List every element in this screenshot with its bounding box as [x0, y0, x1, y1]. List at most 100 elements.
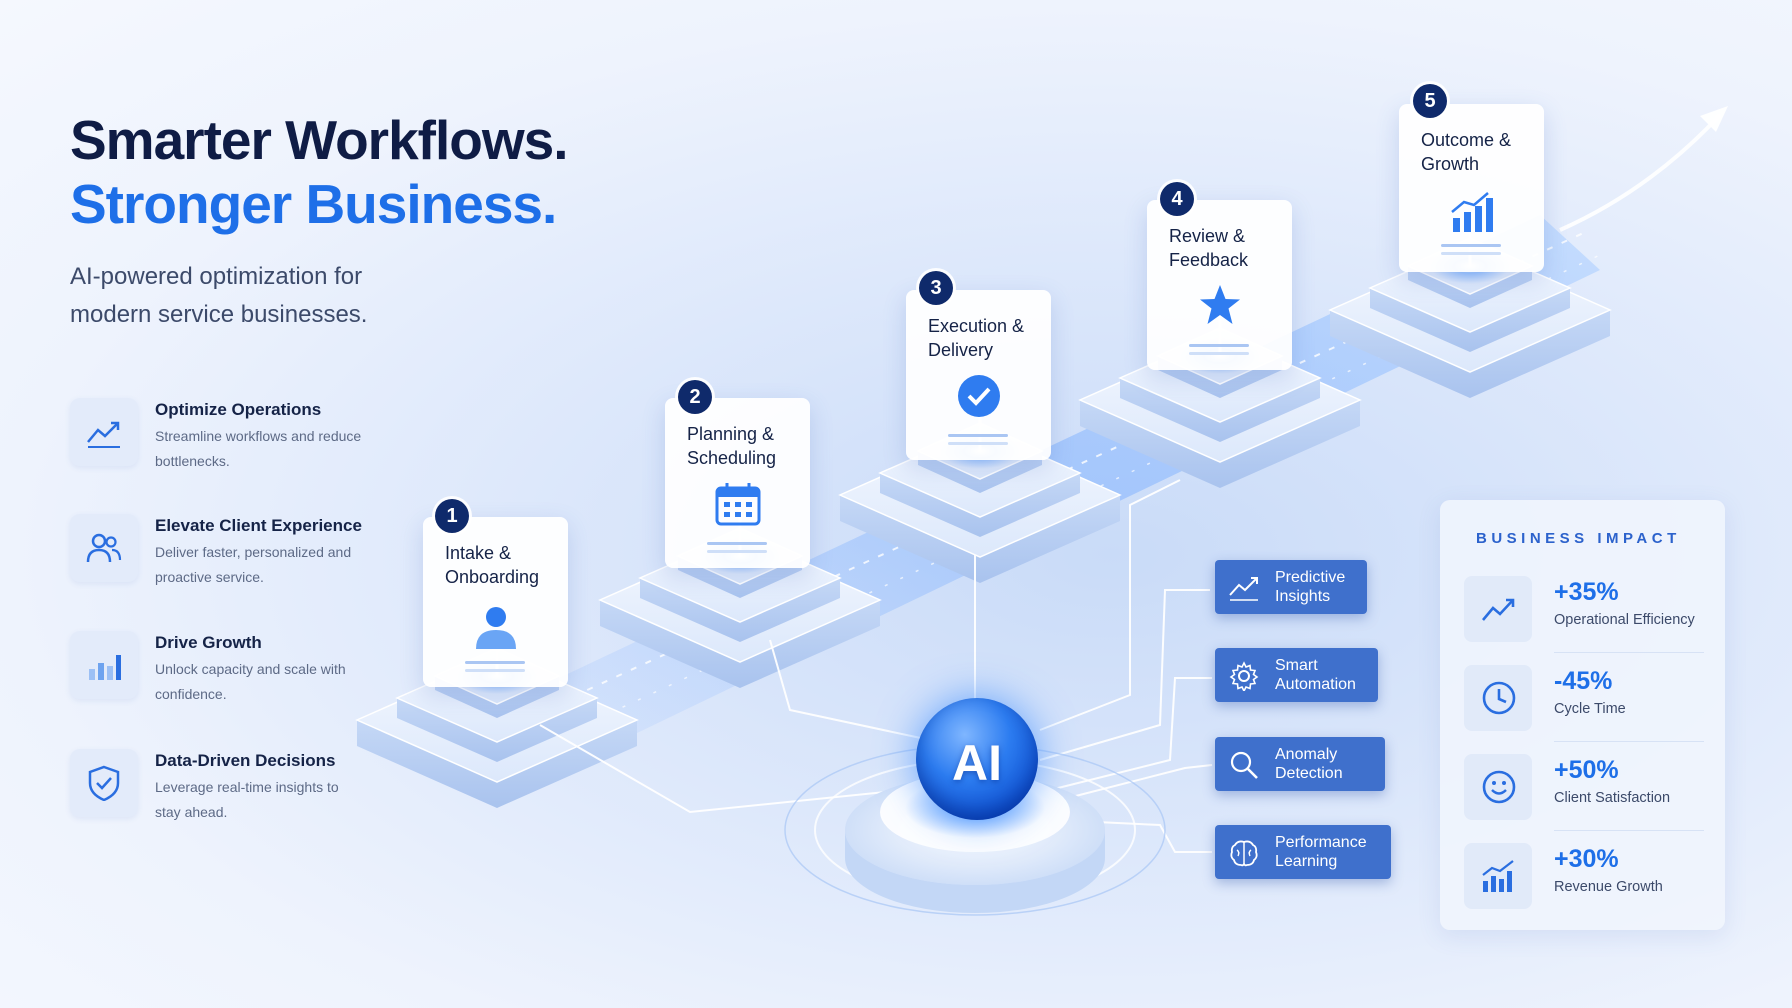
feature-optimize-operations: Optimize Operations Streamline workflows… — [70, 398, 400, 476]
trend-line-icon — [1229, 577, 1258, 601]
step-card-outcome-growth: Outcome & Growth — [1399, 104, 1544, 272]
platform-side — [880, 473, 1080, 537]
step-label: Execution & Delivery — [928, 316, 1025, 360]
ai-tag-label: Smart Automation — [1275, 657, 1356, 693]
platform-side — [397, 698, 597, 762]
feature-desc: Deliver faster, personalized and proacti… — [155, 544, 352, 585]
card-line — [1441, 252, 1501, 255]
platform-side — [1408, 266, 1532, 308]
step-card-execution-delivery: Execution & Delivery — [906, 290, 1051, 460]
platform-side — [918, 451, 1042, 493]
checkmark-icon — [957, 374, 1001, 423]
growth-chart-icon — [1464, 843, 1532, 909]
star-icon — [1198, 284, 1242, 331]
users-icon — [70, 514, 138, 582]
metric-revenue-growth: +30% Revenue Growth — [1464, 843, 1704, 913]
card-line — [1189, 352, 1249, 355]
metric-value: +50% — [1554, 756, 1619, 784]
trend-line-icon — [70, 398, 138, 466]
feature-drive-growth: Drive Growth Unlock capacity and scale w… — [70, 631, 400, 709]
brain-icon — [1230, 840, 1258, 867]
ai-tag-smart-automation: Smart Automation — [1215, 648, 1378, 702]
metric-operational-efficiency: +35% Operational Efficiency — [1464, 576, 1704, 646]
ai-tag-label: Anomaly Detection — [1275, 746, 1343, 782]
step-label: Planning & Scheduling — [687, 424, 777, 468]
step-card-planning-scheduling: Planning & Scheduling — [665, 398, 810, 568]
card-line — [1441, 244, 1501, 247]
metric-cycle-time: -45% Cycle Time — [1464, 665, 1704, 735]
platform-side — [1158, 356, 1282, 398]
ai-core-label: AI — [952, 735, 1002, 791]
feature-data-driven-decisions: Data-Driven Decisions Leverage real-time… — [70, 749, 400, 827]
trend-line-icon — [1464, 576, 1532, 642]
feature-title: Drive Growth — [155, 633, 262, 652]
person-icon — [474, 605, 518, 654]
step-badge: 5 — [1413, 84, 1447, 118]
ai-tag-performance-learning: Performance Learning — [1215, 825, 1391, 879]
panel-title: BUSINESS IMPACT — [1476, 530, 1681, 547]
platform-side — [840, 495, 1120, 583]
ai-tag-label: Performance Learning — [1275, 834, 1367, 870]
hero-subtitle: AI-powered optimization for modern servi… — [70, 263, 368, 328]
metric-label: Revenue Growth — [1554, 879, 1663, 895]
hero-title-line1: Smarter Workflows. — [70, 109, 569, 171]
clock-icon — [1464, 665, 1532, 731]
card-line — [948, 434, 1008, 437]
feature-elevate-client-experience: Elevate Client Experience Deliver faster… — [70, 514, 400, 592]
feature-title: Optimize Operations — [155, 400, 322, 419]
feature-title: Elevate Client Experience — [155, 516, 362, 535]
smiley-icon — [1464, 754, 1532, 820]
bar-chart-icon — [70, 631, 138, 699]
platform-side — [435, 676, 559, 718]
metric-divider — [1554, 830, 1704, 831]
ai-tag-predictive-insights: Predictive Insights — [1215, 560, 1367, 614]
metric-value: +30% — [1554, 845, 1619, 873]
step-label: Outcome & Growth — [1421, 130, 1512, 174]
step-card-intake-onboarding: Intake & Onboarding — [423, 517, 568, 687]
metric-divider — [1554, 741, 1704, 742]
step-badge: 2 — [678, 380, 712, 414]
platform-side — [1330, 310, 1610, 398]
step-badge: 3 — [919, 271, 953, 305]
metric-value: -45% — [1554, 667, 1613, 695]
metric-client-satisfaction: +50% Client Satisfaction — [1464, 754, 1704, 824]
platform-side — [357, 720, 637, 808]
metric-label: Operational Efficiency — [1554, 612, 1695, 628]
feature-desc: Streamline workflows and reduce bottlene… — [155, 428, 362, 469]
step-label: Review & Feedback — [1169, 226, 1249, 270]
ai-core-sphere — [916, 698, 1038, 820]
platform-side — [1120, 378, 1320, 442]
metric-label: Client Satisfaction — [1554, 790, 1671, 806]
ai-tag-anomaly-detection: Anomaly Detection — [1215, 737, 1385, 791]
card-line — [948, 442, 1008, 445]
ai-tag-label: Predictive Insights — [1275, 569, 1346, 605]
card-line — [707, 542, 767, 545]
metric-divider — [1554, 652, 1704, 653]
step-badge: 4 — [1160, 182, 1194, 216]
feature-desc: Unlock capacity and scale with confidenc… — [155, 661, 346, 702]
step-card-review-feedback: Review & Feedback — [1147, 200, 1292, 370]
platform-side — [600, 600, 880, 688]
platform-side — [640, 578, 840, 642]
hero-title-line2: Stronger Business. — [70, 173, 557, 235]
platform-side — [678, 556, 802, 598]
card-line — [707, 550, 767, 553]
metric-value: +35% — [1554, 578, 1619, 606]
business-impact-panel: BUSINESS IMPACT +35% Operational Efficie… — [1440, 500, 1725, 930]
gear-icon — [1229, 661, 1259, 691]
feature-desc: Leverage real-time insights to stay ahea… — [155, 779, 339, 820]
feature-title: Data-Driven Decisions — [155, 751, 336, 770]
step-label: Intake & Onboarding — [445, 543, 540, 587]
metric-label: Cycle Time — [1554, 701, 1626, 717]
calendar-icon — [715, 482, 761, 531]
platform-side — [1080, 400, 1360, 488]
card-line — [465, 661, 525, 664]
card-line — [465, 669, 525, 672]
platform-side — [1370, 288, 1570, 352]
step-badge: 1 — [435, 499, 469, 533]
shield-check-icon — [70, 749, 138, 817]
growth-chart-icon — [1450, 190, 1494, 239]
search-icon — [1230, 751, 1258, 779]
card-line — [1189, 344, 1249, 347]
